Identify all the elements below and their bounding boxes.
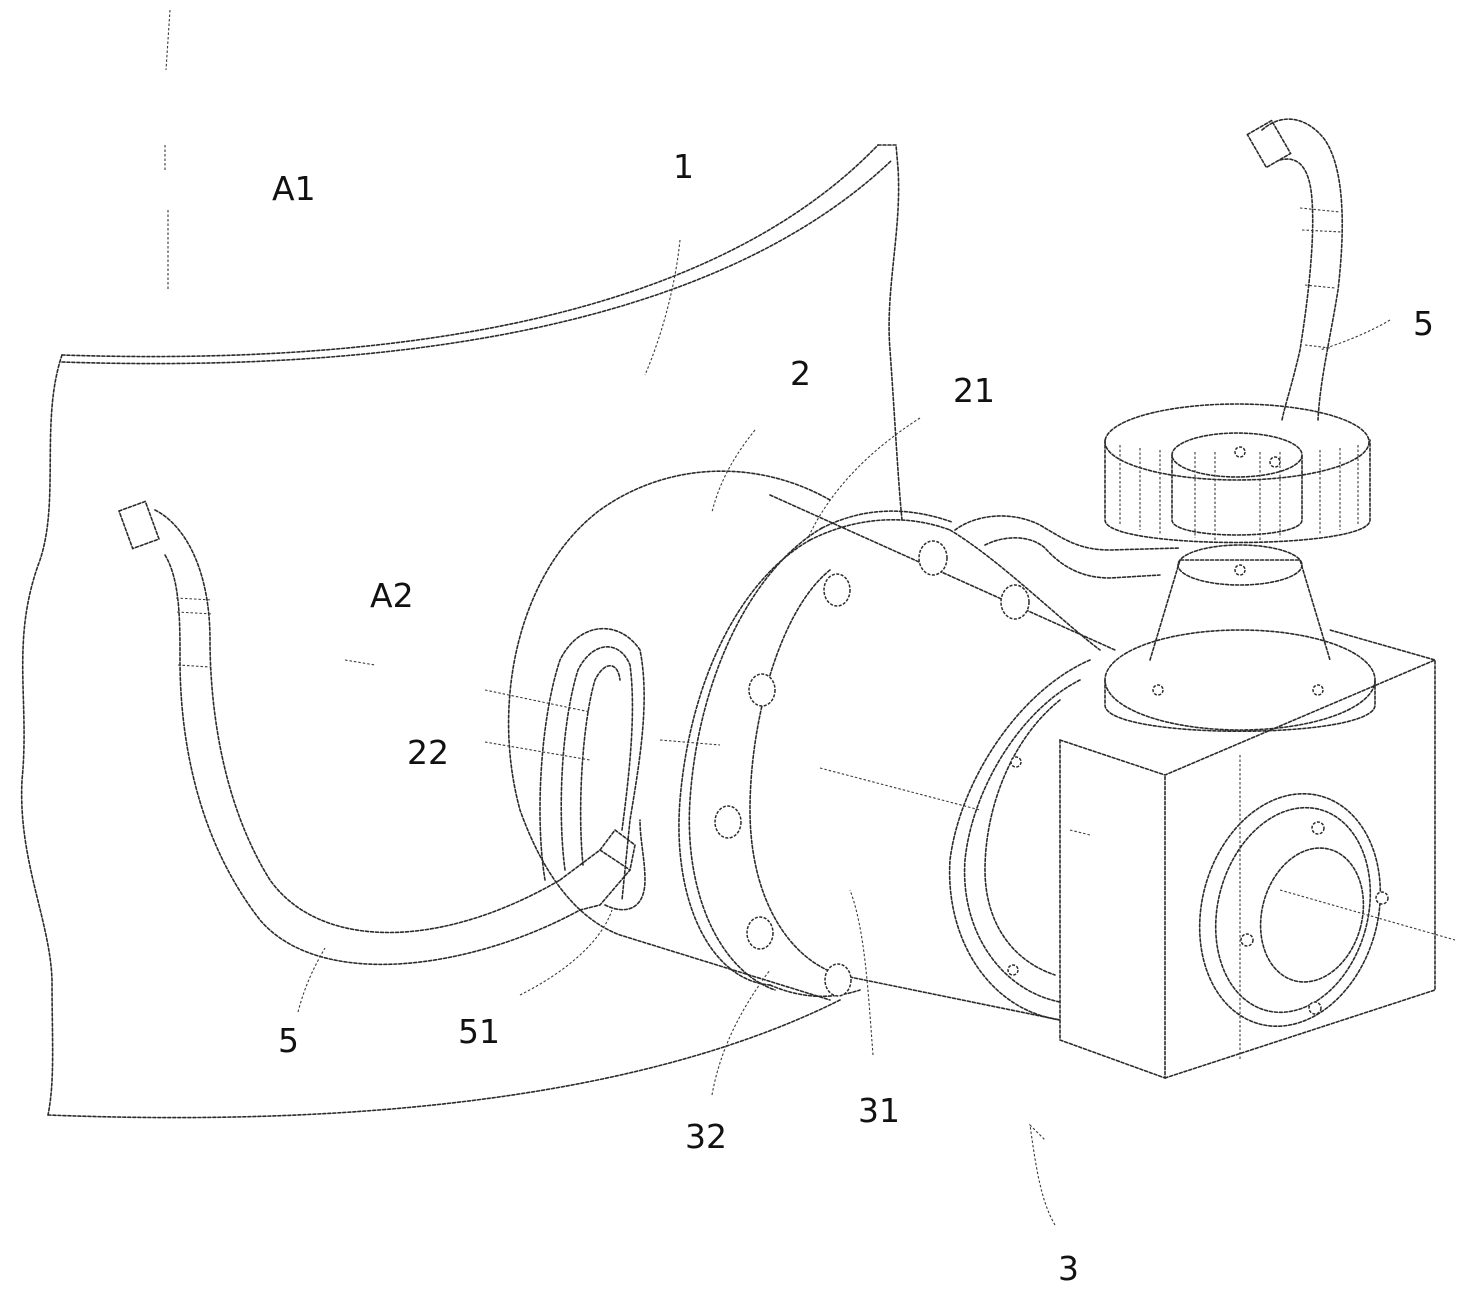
label-21: 21 (953, 371, 995, 410)
flange-bolts (715, 541, 1029, 996)
label-32: 32 (685, 1117, 727, 1156)
label-5-left: 5 (278, 1021, 299, 1060)
end-cap (950, 660, 1090, 1020)
housing-part-2 (509, 471, 1115, 1000)
part-labels: A1 1 2 21 5 A2 22 5 51 32 31 3 (272, 147, 1434, 1288)
label-22: 22 (407, 733, 449, 772)
hose-5-middle (955, 516, 1180, 578)
label-a1: A1 (272, 169, 316, 208)
leader-lines (298, 240, 1390, 1225)
label-a2: A2 (370, 576, 414, 615)
gearbox-block (1060, 630, 1455, 1078)
curved-wall-panel (22, 145, 902, 1118)
label-1: 1 (673, 147, 694, 186)
axis-line-a1 (165, 10, 170, 290)
hose-5-lower (119, 501, 635, 964)
label-5-right: 5 (1413, 304, 1434, 343)
top-knob-assembly (1105, 404, 1375, 731)
label-2: 2 (790, 354, 811, 393)
hose-5-upper (1247, 119, 1342, 420)
label-31: 31 (858, 1091, 900, 1130)
label-51: 51 (458, 1012, 500, 1051)
cylinder-body-31 (750, 530, 1100, 1020)
label-3: 3 (1058, 1249, 1079, 1288)
